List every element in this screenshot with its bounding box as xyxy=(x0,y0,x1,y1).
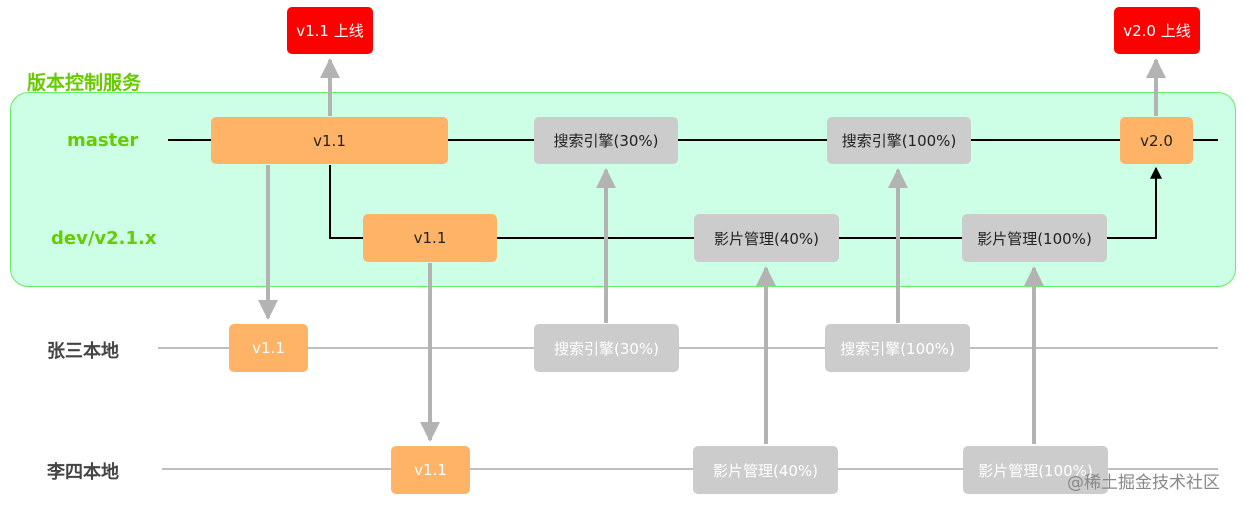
master-node-search30: 搜索引擎(30%) xyxy=(534,117,678,164)
watermark-text: @稀土掘金技术社区 xyxy=(1067,473,1220,493)
lane-label-lisi: 李四本地 xyxy=(47,462,119,483)
zhangsan-node-search30: 搜索引擎(30%) xyxy=(534,324,679,372)
dev-node-film100: 影片管理(100%) xyxy=(962,214,1107,262)
lane-label-dev: dev/v2.1.x xyxy=(51,228,157,249)
lisi-node-film40: 影片管理(40%) xyxy=(693,446,838,494)
master-node-search100: 搜索引擎(100%) xyxy=(827,117,971,164)
zhangsan-node-v11: v1.1 xyxy=(229,324,308,372)
release-v11-box: v1.1 上线 xyxy=(287,7,373,54)
lane-label-master: master xyxy=(67,130,139,151)
master-node-v11: v1.1 xyxy=(211,117,448,164)
service-title: 版本控制服务 xyxy=(27,72,142,94)
dev-node-v11: v1.1 xyxy=(363,214,497,262)
release-v20-box: v2.0 上线 xyxy=(1114,7,1200,54)
dev-node-film40: 影片管理(40%) xyxy=(694,214,839,262)
master-node-v20: v2.0 xyxy=(1120,117,1193,164)
zhangsan-node-search100: 搜索引擎(100%) xyxy=(825,324,970,372)
lane-label-zhangsan: 张三本地 xyxy=(47,341,119,362)
lisi-node-v11: v1.1 xyxy=(391,446,470,494)
lisi-node-film100: 影片管理(100%) xyxy=(963,446,1108,494)
